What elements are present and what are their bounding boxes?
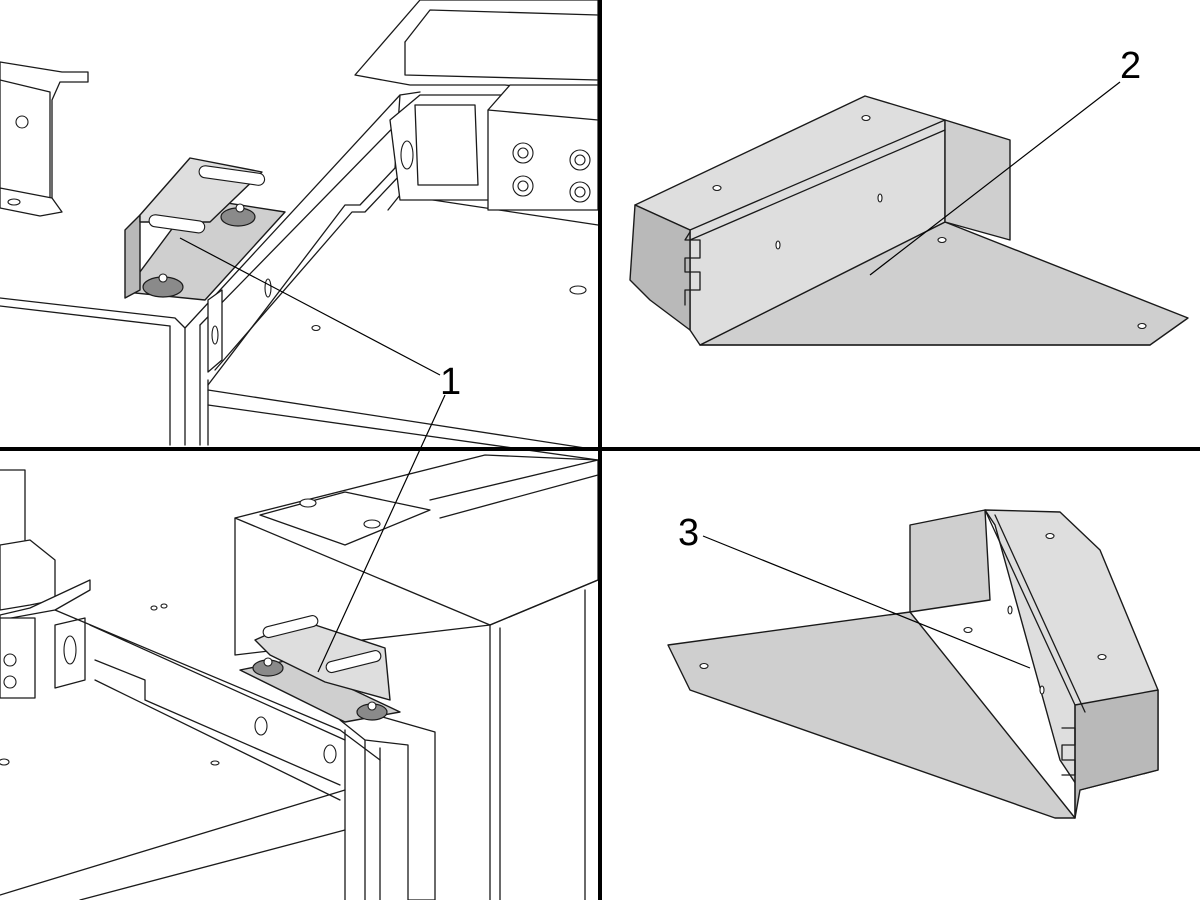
bracket-3 xyxy=(667,509,1159,819)
leader-line-1b xyxy=(317,394,446,673)
leader-line-1a xyxy=(179,237,441,376)
bracket-1-top xyxy=(124,157,286,301)
callout-3: 3 xyxy=(678,512,699,554)
callout-1: 1 xyxy=(440,361,461,403)
panel-top-left xyxy=(0,0,599,461)
panel-top-right: 2 xyxy=(629,45,1189,346)
wall-bracket xyxy=(0,61,89,217)
bracket-2 xyxy=(629,95,1189,346)
leader-line-2 xyxy=(869,81,1121,276)
bracket-1-lower xyxy=(239,615,401,723)
leader-line-3 xyxy=(702,535,1031,669)
callout-2: 2 xyxy=(1120,45,1141,87)
wall-bracket-lower xyxy=(0,469,91,766)
top-module xyxy=(354,0,599,295)
panel-bottom-left xyxy=(0,394,599,901)
panel-bottom-right: 3 xyxy=(667,509,1159,819)
cabinet-box-lower xyxy=(234,454,599,901)
cabinet-top-left xyxy=(0,91,599,461)
